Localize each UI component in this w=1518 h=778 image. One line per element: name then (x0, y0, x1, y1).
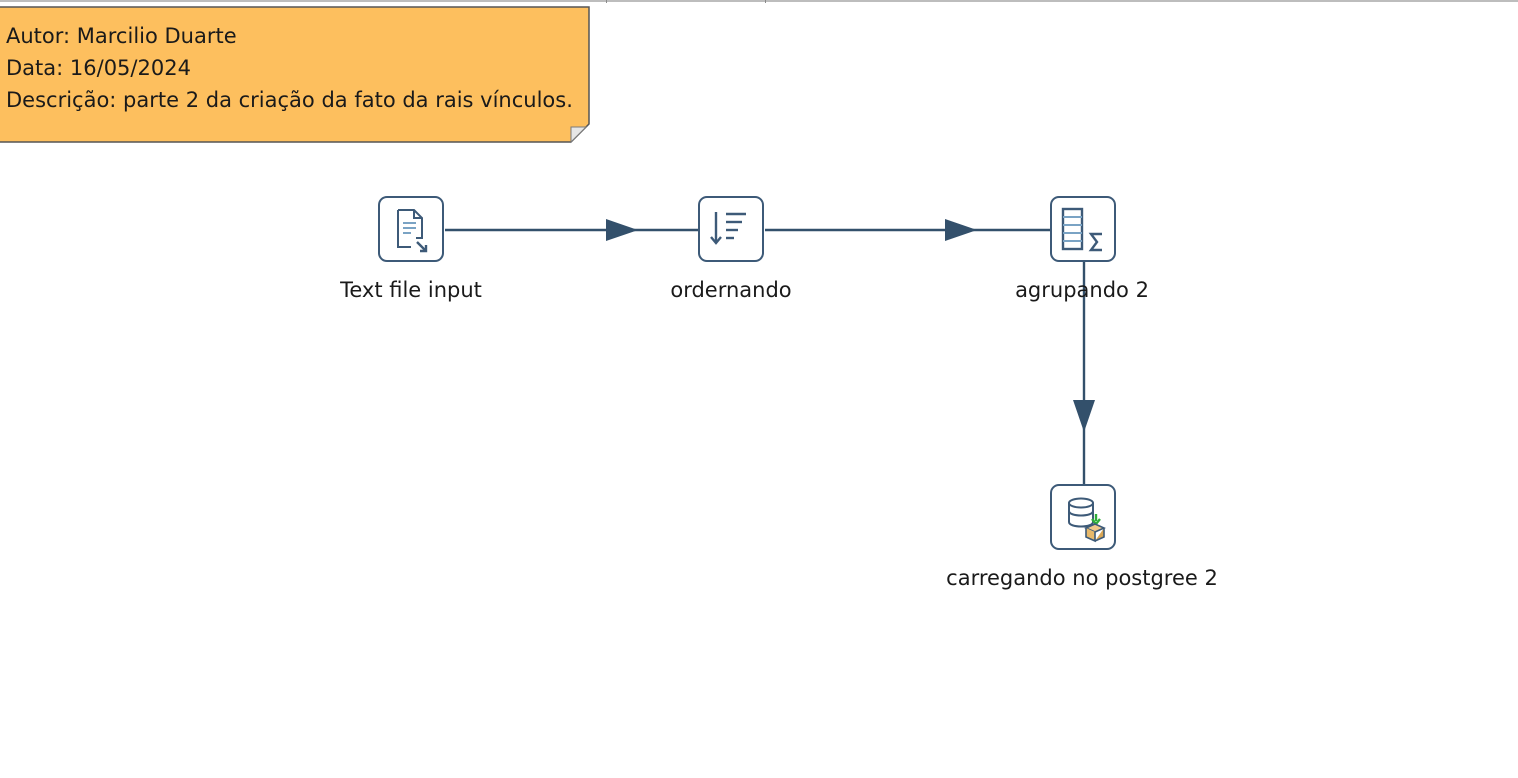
hop-arrow-icon (606, 219, 638, 241)
canvas-top-border (0, 0, 1518, 3)
step-label-text-file-input: Text file input (340, 278, 482, 302)
note-description: Descrição: parte 2 da criação da fato da… (6, 88, 573, 112)
hop-agrupando-to-carregando[interactable] (1073, 262, 1095, 484)
note-shape (0, 6, 590, 144)
hop-arrow-icon (945, 219, 977, 241)
note-text: Autor: Marcilio Duarte Data: 16/05/2024 … (6, 20, 573, 116)
sort-rows-icon (710, 212, 746, 245)
hop-arrow-icon (1073, 400, 1095, 432)
table-output-icon (1068, 497, 1106, 543)
text-file-input-icon (397, 209, 428, 253)
step-label-carregando-no-postgree-2: carregando no postgree 2 (946, 566, 1218, 590)
note-box[interactable]: Autor: Marcilio Duarte Data: 16/05/2024 … (0, 6, 590, 144)
hop-ordernando-to-agrupando[interactable] (765, 219, 1050, 241)
step-carregando-no-postgree-2[interactable] (1050, 484, 1116, 550)
hop-text-file-to-ordernando[interactable] (445, 219, 698, 241)
step-label-ordernando: ordernando (670, 278, 792, 302)
step-text-file-input[interactable] (378, 196, 444, 262)
step-ordernando[interactable] (698, 196, 764, 262)
group-by-icon (1061, 207, 1102, 252)
step-agrupando-2[interactable] (1050, 196, 1116, 262)
note-date: Data: 16/05/2024 (6, 56, 191, 80)
step-label-agrupando-2: agrupando 2 (1015, 278, 1149, 302)
note-author: Autor: Marcilio Duarte (6, 24, 237, 48)
